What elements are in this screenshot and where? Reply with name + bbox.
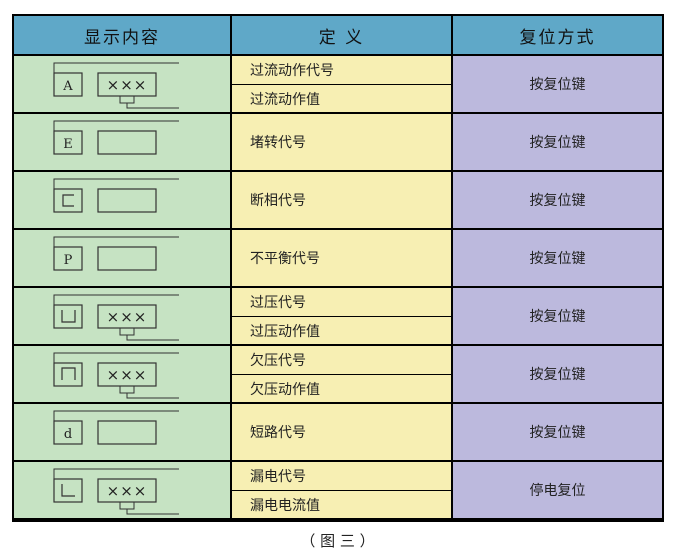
- value-box: [97, 362, 157, 387]
- code-box: [53, 420, 83, 445]
- display-cell: E: [14, 114, 230, 170]
- code-letter: d: [64, 427, 72, 442]
- bottom-lead-line: [126, 393, 179, 399]
- code-letter: P: [64, 253, 73, 268]
- display-cell: A ×××: [14, 56, 230, 112]
- code-glyph-n: [61, 367, 76, 380]
- code-glyph-u: [61, 310, 76, 323]
- definition-line: 漏电电流值: [232, 491, 451, 518]
- reset-method: 按复位键: [453, 114, 662, 170]
- display-cell: ×××: [14, 288, 230, 344]
- reset-method: 按复位键: [453, 56, 662, 112]
- lead-line: [53, 294, 179, 305]
- lead-line: [53, 410, 179, 421]
- display-diagram: d: [53, 410, 179, 445]
- definition-line: 漏电代号: [232, 462, 451, 490]
- display-diagram: [53, 178, 179, 213]
- bottom-lead-line: [126, 335, 179, 341]
- code-letter: E: [63, 137, 73, 152]
- display-cell: P: [14, 230, 230, 286]
- reset-method: 按复位键: [453, 230, 662, 286]
- lead-line: [53, 352, 179, 363]
- definition-line: 欠压代号: [232, 346, 451, 374]
- definition-line: 短路代号: [232, 404, 451, 460]
- display-diagram: E: [53, 120, 179, 155]
- definition-line: 欠压动作值: [232, 375, 451, 402]
- value-digits: ×××: [107, 308, 148, 326]
- definition-line: 堵转代号: [232, 114, 451, 170]
- code-box: [53, 362, 83, 387]
- code-glyph-l: [61, 484, 75, 497]
- lead-line: [53, 120, 179, 131]
- value-digits: ×××: [107, 482, 148, 500]
- bottom-lead-line: [126, 509, 179, 515]
- reset-method: 按复位键: [453, 172, 662, 228]
- code-box: [53, 188, 83, 213]
- code-glyph-c: [62, 194, 74, 207]
- lead-line: [53, 62, 179, 73]
- header-definition: 定 义: [232, 16, 451, 54]
- value-box: [97, 420, 157, 445]
- display-diagram: A ×××: [53, 62, 179, 109]
- value-box: [97, 188, 157, 213]
- code-box: [53, 478, 83, 503]
- definition-line: 过压动作值: [232, 317, 451, 344]
- value-box: [97, 304, 157, 329]
- code-box: [53, 72, 83, 97]
- figure-caption: （ 图 三 ）: [300, 532, 375, 550]
- value-box: [97, 130, 157, 155]
- definition-line: 断相代号: [232, 172, 451, 228]
- lead-line: [53, 236, 179, 247]
- value-box: [97, 246, 157, 271]
- display-diagram: ×××: [53, 294, 179, 341]
- code-box: [53, 130, 83, 155]
- reset-method: 按复位键: [453, 288, 662, 344]
- lead-line: [53, 178, 179, 189]
- display-cell: d: [14, 404, 230, 460]
- value-bracket: [119, 328, 135, 336]
- code-box: [53, 304, 83, 329]
- code-letter: A: [62, 79, 73, 94]
- value-bracket: [119, 96, 135, 104]
- display-diagram: ×××: [53, 468, 179, 515]
- display-cell: ×××: [14, 462, 230, 518]
- reset-method: 按复位键: [453, 346, 662, 402]
- display-diagram: P: [53, 236, 179, 271]
- header-display: 显示内容: [14, 16, 230, 54]
- value-bracket: [119, 502, 135, 510]
- reset-method: 按复位键: [453, 404, 662, 460]
- value-digits: ×××: [107, 76, 148, 94]
- code-box: [53, 246, 83, 271]
- reset-method: 停电复位: [453, 462, 662, 518]
- definition-line: 过流动作值: [232, 85, 451, 112]
- value-digits: ×××: [107, 366, 148, 384]
- display-cell: [14, 172, 230, 228]
- definition-line: 过流动作代号: [232, 56, 451, 84]
- value-bracket: [119, 386, 135, 394]
- header-reset: 复位方式: [453, 16, 662, 54]
- display-cell: ×××: [14, 346, 230, 402]
- definition-line: 不平衡代号: [232, 230, 451, 286]
- display-diagram: ×××: [53, 352, 179, 399]
- value-box: [97, 478, 157, 503]
- value-box: [97, 72, 157, 97]
- bottom-lead-line: [126, 103, 179, 109]
- lead-line: [53, 468, 179, 479]
- definition-line: 过压代号: [232, 288, 451, 316]
